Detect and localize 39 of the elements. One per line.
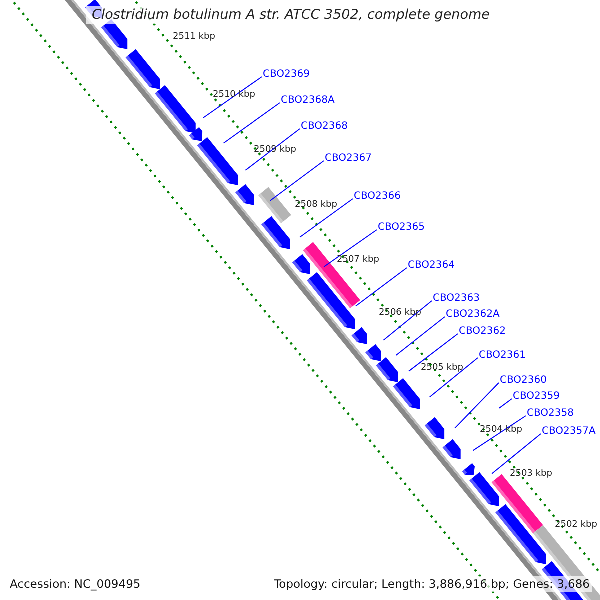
leader-line [356, 268, 408, 307]
gene-label: CBO2364 [408, 258, 455, 272]
leader-line [300, 198, 354, 238]
scale-label: 2504 kbp [480, 424, 522, 436]
gene-label: CBO2367 [325, 152, 372, 164]
gene-label: CBO2361 [479, 348, 526, 362]
leader-line [408, 334, 458, 372]
gene-label: CBO2368 [301, 120, 348, 132]
gene-label: CBO2369 [263, 68, 310, 80]
leader-line [429, 358, 478, 398]
gene-label: CBO2357A [542, 424, 596, 438]
scale-label: 2503 kbp [510, 468, 552, 480]
leader-line [472, 416, 526, 452]
gene-label: CBO2366 [354, 190, 401, 202]
gene-label: CBO2362A [446, 308, 500, 320]
leader-line [245, 128, 300, 171]
gene-label: CBO2358 [527, 406, 574, 420]
leader-line [270, 160, 324, 202]
scale-label: 2510 kbp [213, 90, 256, 100]
gene-label: CBO2365 [378, 220, 425, 234]
leader-line [492, 434, 542, 474]
gene-label: CBO2362 [459, 324, 506, 338]
scale-label: 2502 kbp [555, 520, 598, 530]
leader-line [454, 382, 500, 429]
scale-label: 2507 kbp [337, 254, 380, 266]
scale-label: 2511 kbp [173, 32, 216, 42]
gene-label: CBO2359 [513, 390, 560, 402]
leader-line [223, 102, 280, 144]
gene-label: CBO2368A [281, 94, 335, 106]
leader-line [396, 316, 446, 356]
leader-line [498, 398, 512, 409]
leader-line [383, 300, 432, 341]
scale-label: 2508 kbp [295, 200, 338, 210]
gene-label: CBO2363 [433, 292, 480, 304]
accession-text: Accession: NC_009495 [8, 576, 143, 592]
leader-line [324, 230, 378, 268]
gene-label: CBO2360 [500, 374, 547, 386]
leader-line [202, 76, 262, 119]
scale-label: 2505 kbp [421, 362, 464, 374]
